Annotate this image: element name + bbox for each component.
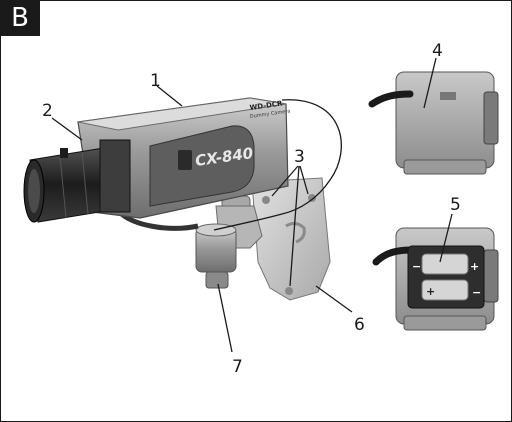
callout-1: 1	[150, 71, 161, 91]
battery-cell	[421, 279, 469, 301]
led-connector	[178, 150, 192, 170]
leader-line-1	[156, 85, 183, 107]
battery-box-closed	[368, 71, 499, 175]
leader-lines	[51, 57, 453, 353]
callout-4: 4	[432, 41, 443, 61]
pedestal-cap	[205, 271, 229, 289]
camera-lens	[23, 139, 131, 223]
bracket-screw-hole	[308, 194, 316, 202]
leader-line-7	[217, 283, 233, 353]
callout-6: 6	[354, 315, 365, 335]
minus-sign: −	[472, 286, 481, 299]
minus-sign: −	[412, 260, 421, 273]
callout-2: 2	[42, 101, 53, 121]
bracket-screw-hole	[285, 287, 293, 295]
leader-line-3	[271, 165, 299, 197]
callouts: 1 2 3 4 5 6 7	[42, 41, 461, 377]
battery-box-open: − + + −	[372, 227, 499, 331]
leader-line-3	[289, 165, 300, 287]
side-plate	[149, 125, 255, 207]
battery-cell	[421, 253, 469, 275]
camera: CX-840 WD-DCR Dummy Camera	[23, 97, 342, 301]
plus-sign: +	[426, 285, 435, 298]
leader-line-6	[315, 285, 353, 313]
brand-sublabel: Dummy Camera	[249, 108, 290, 120]
wall-bracket	[251, 177, 331, 301]
bracket-screw-hole	[262, 196, 270, 204]
leader-line-2	[51, 117, 83, 141]
callout-7: 7	[232, 357, 243, 377]
plus-sign: +	[470, 260, 479, 273]
callout-5: 5	[450, 195, 461, 215]
battery-cover-latch	[440, 92, 456, 100]
leader-line-5	[439, 213, 453, 263]
leader-line-3	[299, 165, 309, 195]
figure-badge: B	[0, 0, 40, 36]
leader-line-4	[423, 57, 437, 109]
camera-cable	[213, 99, 342, 231]
callout-3: 3	[294, 147, 305, 167]
